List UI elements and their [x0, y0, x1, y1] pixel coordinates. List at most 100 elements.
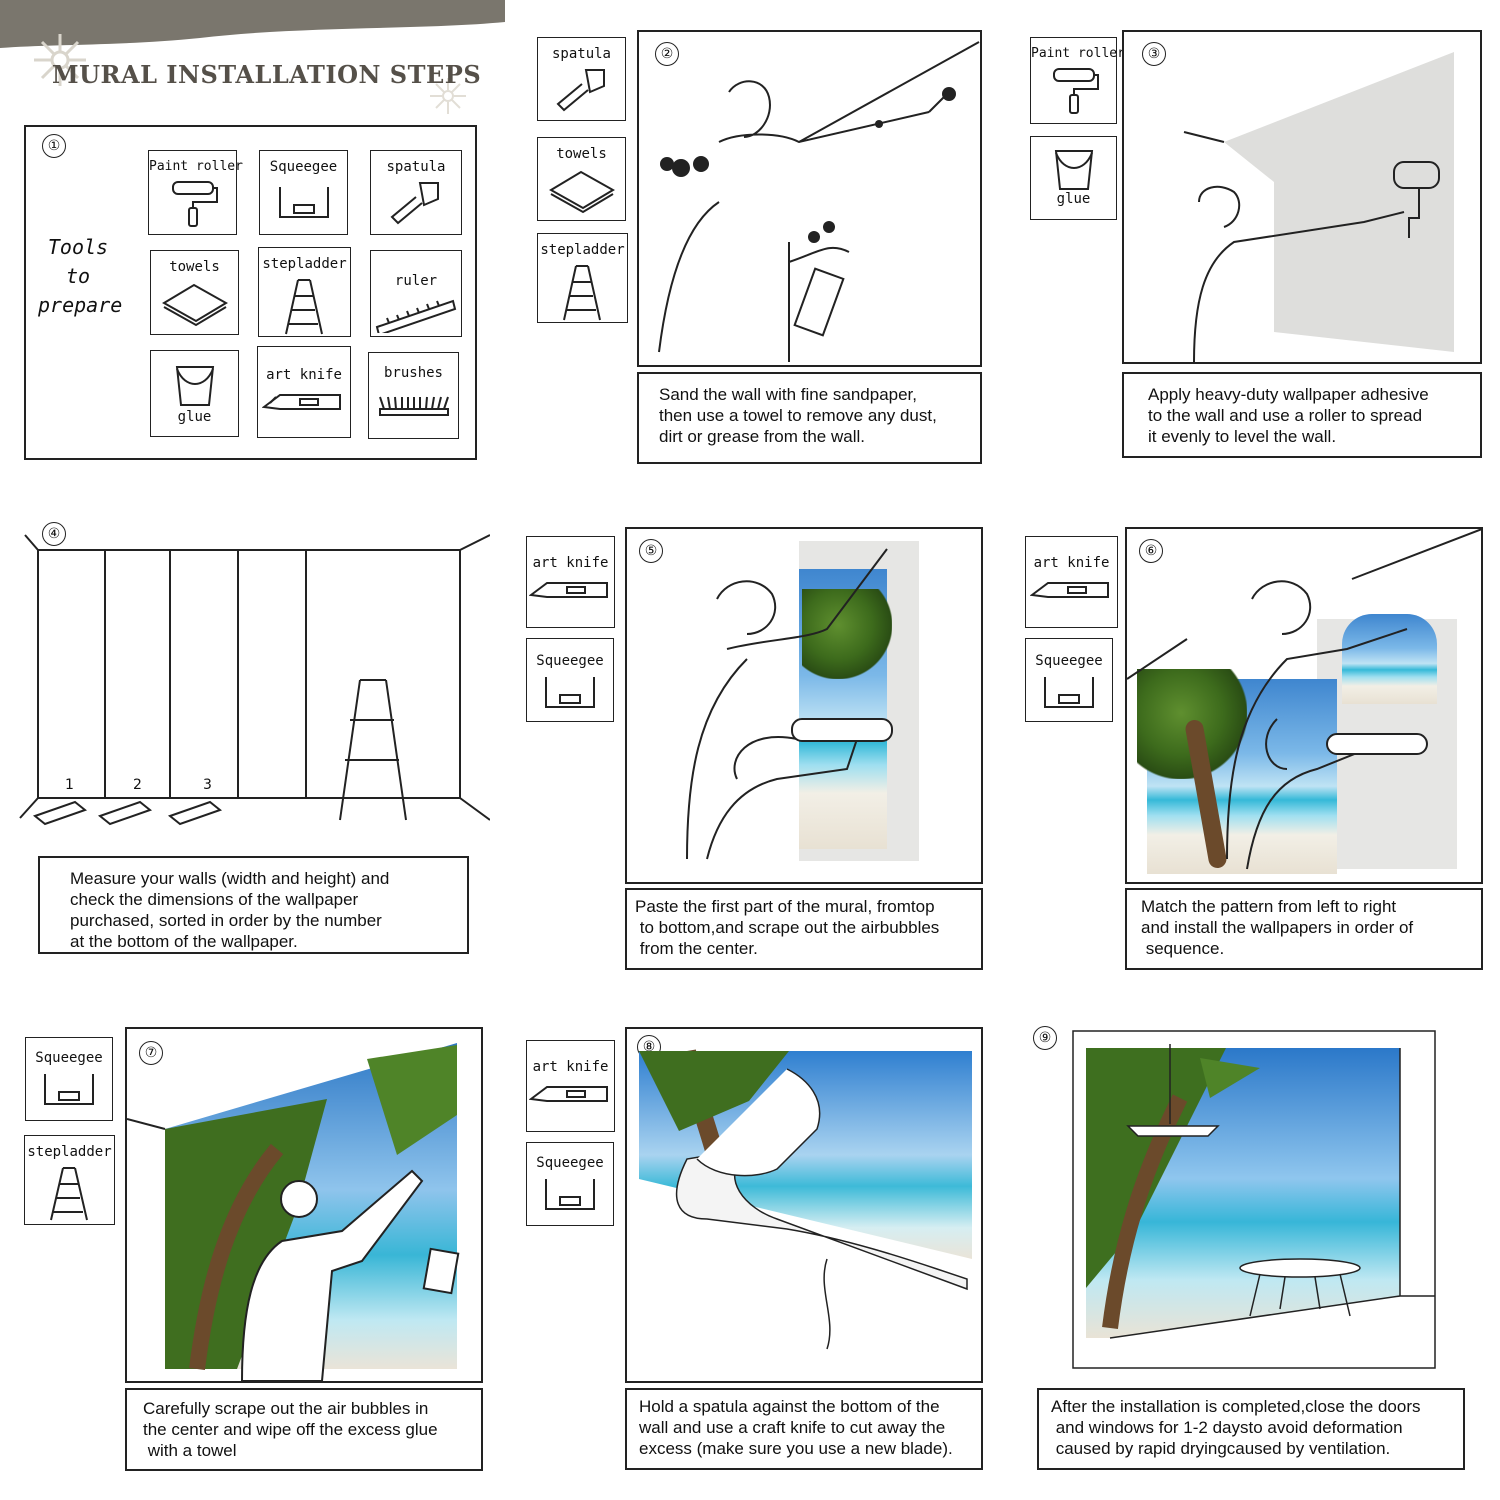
- installers-drawing: [686, 548, 893, 860]
- installers-drawing: [1127, 529, 1481, 870]
- squeegee-icon: [1044, 677, 1094, 708]
- tool-squeegee: Squeegee: [259, 150, 348, 235]
- tool-label: stepladder: [27, 1144, 112, 1160]
- step3-caption: Apply heavy-duty wallpaper adhesive to t…: [1122, 372, 1482, 458]
- caption-line: purchased, sorted in order by the number: [70, 911, 382, 930]
- caption-line: it evenly to level the wall.: [1148, 427, 1337, 446]
- squeegee-icon: [545, 677, 595, 708]
- step5-number: ⑤: [639, 539, 663, 563]
- step6-illustration: ⑥: [1125, 527, 1483, 884]
- stepladder-icon: [49, 1167, 88, 1221]
- caption-line: Measure your walls (width and height) an…: [70, 869, 390, 888]
- tool-label: stepladder: [262, 256, 347, 272]
- tool-towels: towels: [537, 137, 626, 221]
- caption-line: Paste the first part of the mural, fromt…: [635, 897, 935, 916]
- tool-stepladder: stepladder: [258, 247, 351, 337]
- tool-towels: towels: [150, 250, 239, 335]
- towels-icon: [161, 283, 228, 327]
- tool-paint-roller: Paint roller: [1030, 37, 1125, 124]
- brush-icon: [378, 396, 449, 416]
- tool-squeegee: Squeegee: [526, 638, 614, 722]
- tools-heading-line: prepare: [38, 293, 123, 317]
- panel-number: 3: [203, 777, 212, 793]
- tool-label: ruler: [394, 273, 438, 289]
- squeegee-icon: [44, 1074, 94, 1105]
- step2-number: ②: [655, 42, 679, 66]
- step1-number: ①: [42, 134, 66, 158]
- tool-art-knife: art knife: [1025, 536, 1118, 628]
- art-knife-icon: [528, 1086, 608, 1102]
- tool-label: towels: [556, 146, 607, 162]
- tool-spatula: spatula: [537, 37, 626, 121]
- tool-label: glue: [177, 409, 212, 425]
- tool-art-knife: art knife: [257, 346, 351, 438]
- tool-label: Squeegee: [1035, 653, 1103, 669]
- caption-line: After the installation is completed,clos…: [1051, 1397, 1421, 1416]
- tool-label: Squeegee: [35, 1050, 103, 1066]
- tool-label: Paint roller: [1031, 46, 1125, 61]
- step7-number: ⑦: [139, 1041, 163, 1065]
- step6-mural-roll: [1342, 614, 1437, 704]
- art-knife-icon: [1029, 582, 1109, 598]
- tools-heading: Tools to prepare: [38, 233, 123, 320]
- tool-label: Squeegee: [536, 1155, 604, 1171]
- stepladder-icon: [562, 265, 601, 321]
- flower-decoration-icon: [30, 30, 90, 90]
- tool-label: glue: [1056, 191, 1091, 207]
- tool-glue: glue: [150, 350, 239, 437]
- tool-label: spatula: [551, 46, 611, 62]
- tool-label: art knife: [532, 555, 609, 571]
- caption-line: Carefully scrape out the air bubbles in: [143, 1399, 429, 1418]
- sanding-person-drawing: [658, 41, 980, 362]
- step5-caption: Paste the first part of the mural, fromt…: [625, 888, 983, 970]
- caption-line: from the center.: [635, 939, 758, 958]
- tool-label: towels: [169, 259, 220, 275]
- tool-label: art knife: [1033, 555, 1110, 571]
- step3-number: ③: [1142, 42, 1166, 66]
- caption-line: Sand the wall with fine sandpaper,: [659, 385, 918, 404]
- step5-illustration: ⑤: [625, 527, 983, 884]
- step4-number: ④: [42, 522, 66, 546]
- finished-room-drawing: [1072, 1030, 1436, 1369]
- caption-line: Apply heavy-duty wallpaper adhesive: [1148, 385, 1429, 404]
- tool-paint-roller: Paint roller: [148, 150, 243, 235]
- tools-heading-line: to: [65, 264, 91, 288]
- art-knife-icon: [262, 394, 341, 410]
- tool-squeegee: Squeegee: [25, 1037, 113, 1121]
- step9-number: ⑨: [1033, 1026, 1057, 1050]
- tool-label: brushes: [383, 365, 443, 381]
- step2-caption: Sand the wall with fine sandpaper, then …: [637, 372, 982, 464]
- caption-line: to bottom,and scrape out the airbubbles: [635, 918, 940, 937]
- caption-line: then use a towel to remove any dust,: [659, 406, 937, 425]
- step3-illustration: ③: [1122, 30, 1482, 364]
- caption-line: caused by rapid dryingcaused by ventilat…: [1051, 1439, 1391, 1458]
- squeegee-icon: [278, 187, 329, 218]
- tool-label: Squeegee: [269, 159, 338, 175]
- ruler-icon: [375, 299, 457, 333]
- panel-number: 1: [65, 777, 74, 793]
- tool-art-knife: art knife: [526, 1040, 615, 1132]
- tool-label: art knife: [532, 1059, 609, 1075]
- tool-spatula: spatula: [370, 150, 462, 235]
- step9-caption: After the installation is completed,clos…: [1037, 1388, 1465, 1470]
- glue-bucket-icon: [1054, 150, 1093, 190]
- glue-bucket-icon: [175, 366, 214, 406]
- tool-label: spatula: [386, 159, 446, 175]
- caption-line: check the dimensions of the wallpaper: [70, 890, 359, 909]
- caption-line: sequence.: [1141, 939, 1225, 958]
- tool-art-knife: art knife: [526, 536, 615, 628]
- caption-line: excess (make sure you use a new blade).: [639, 1439, 953, 1458]
- step7-caption: Carefully scrape out the air bubbles in …: [125, 1388, 483, 1471]
- tool-label: stepladder: [540, 242, 625, 258]
- palm-fronds: [802, 589, 892, 679]
- tools-heading-line: Tools: [47, 235, 109, 259]
- tool-stepladder: stepladder: [24, 1135, 115, 1225]
- tool-label: Squeegee: [536, 653, 604, 669]
- flower-decoration-icon: [428, 76, 468, 116]
- paint-roller-icon: [1052, 68, 1099, 114]
- step8-illustration: ⑧: [625, 1027, 983, 1383]
- art-knife-icon: [528, 582, 608, 598]
- tool-label: Paint roller: [149, 159, 243, 174]
- caption-line: at the bottom of the wallpaper.: [70, 932, 298, 951]
- tool-glue: glue: [1030, 136, 1117, 220]
